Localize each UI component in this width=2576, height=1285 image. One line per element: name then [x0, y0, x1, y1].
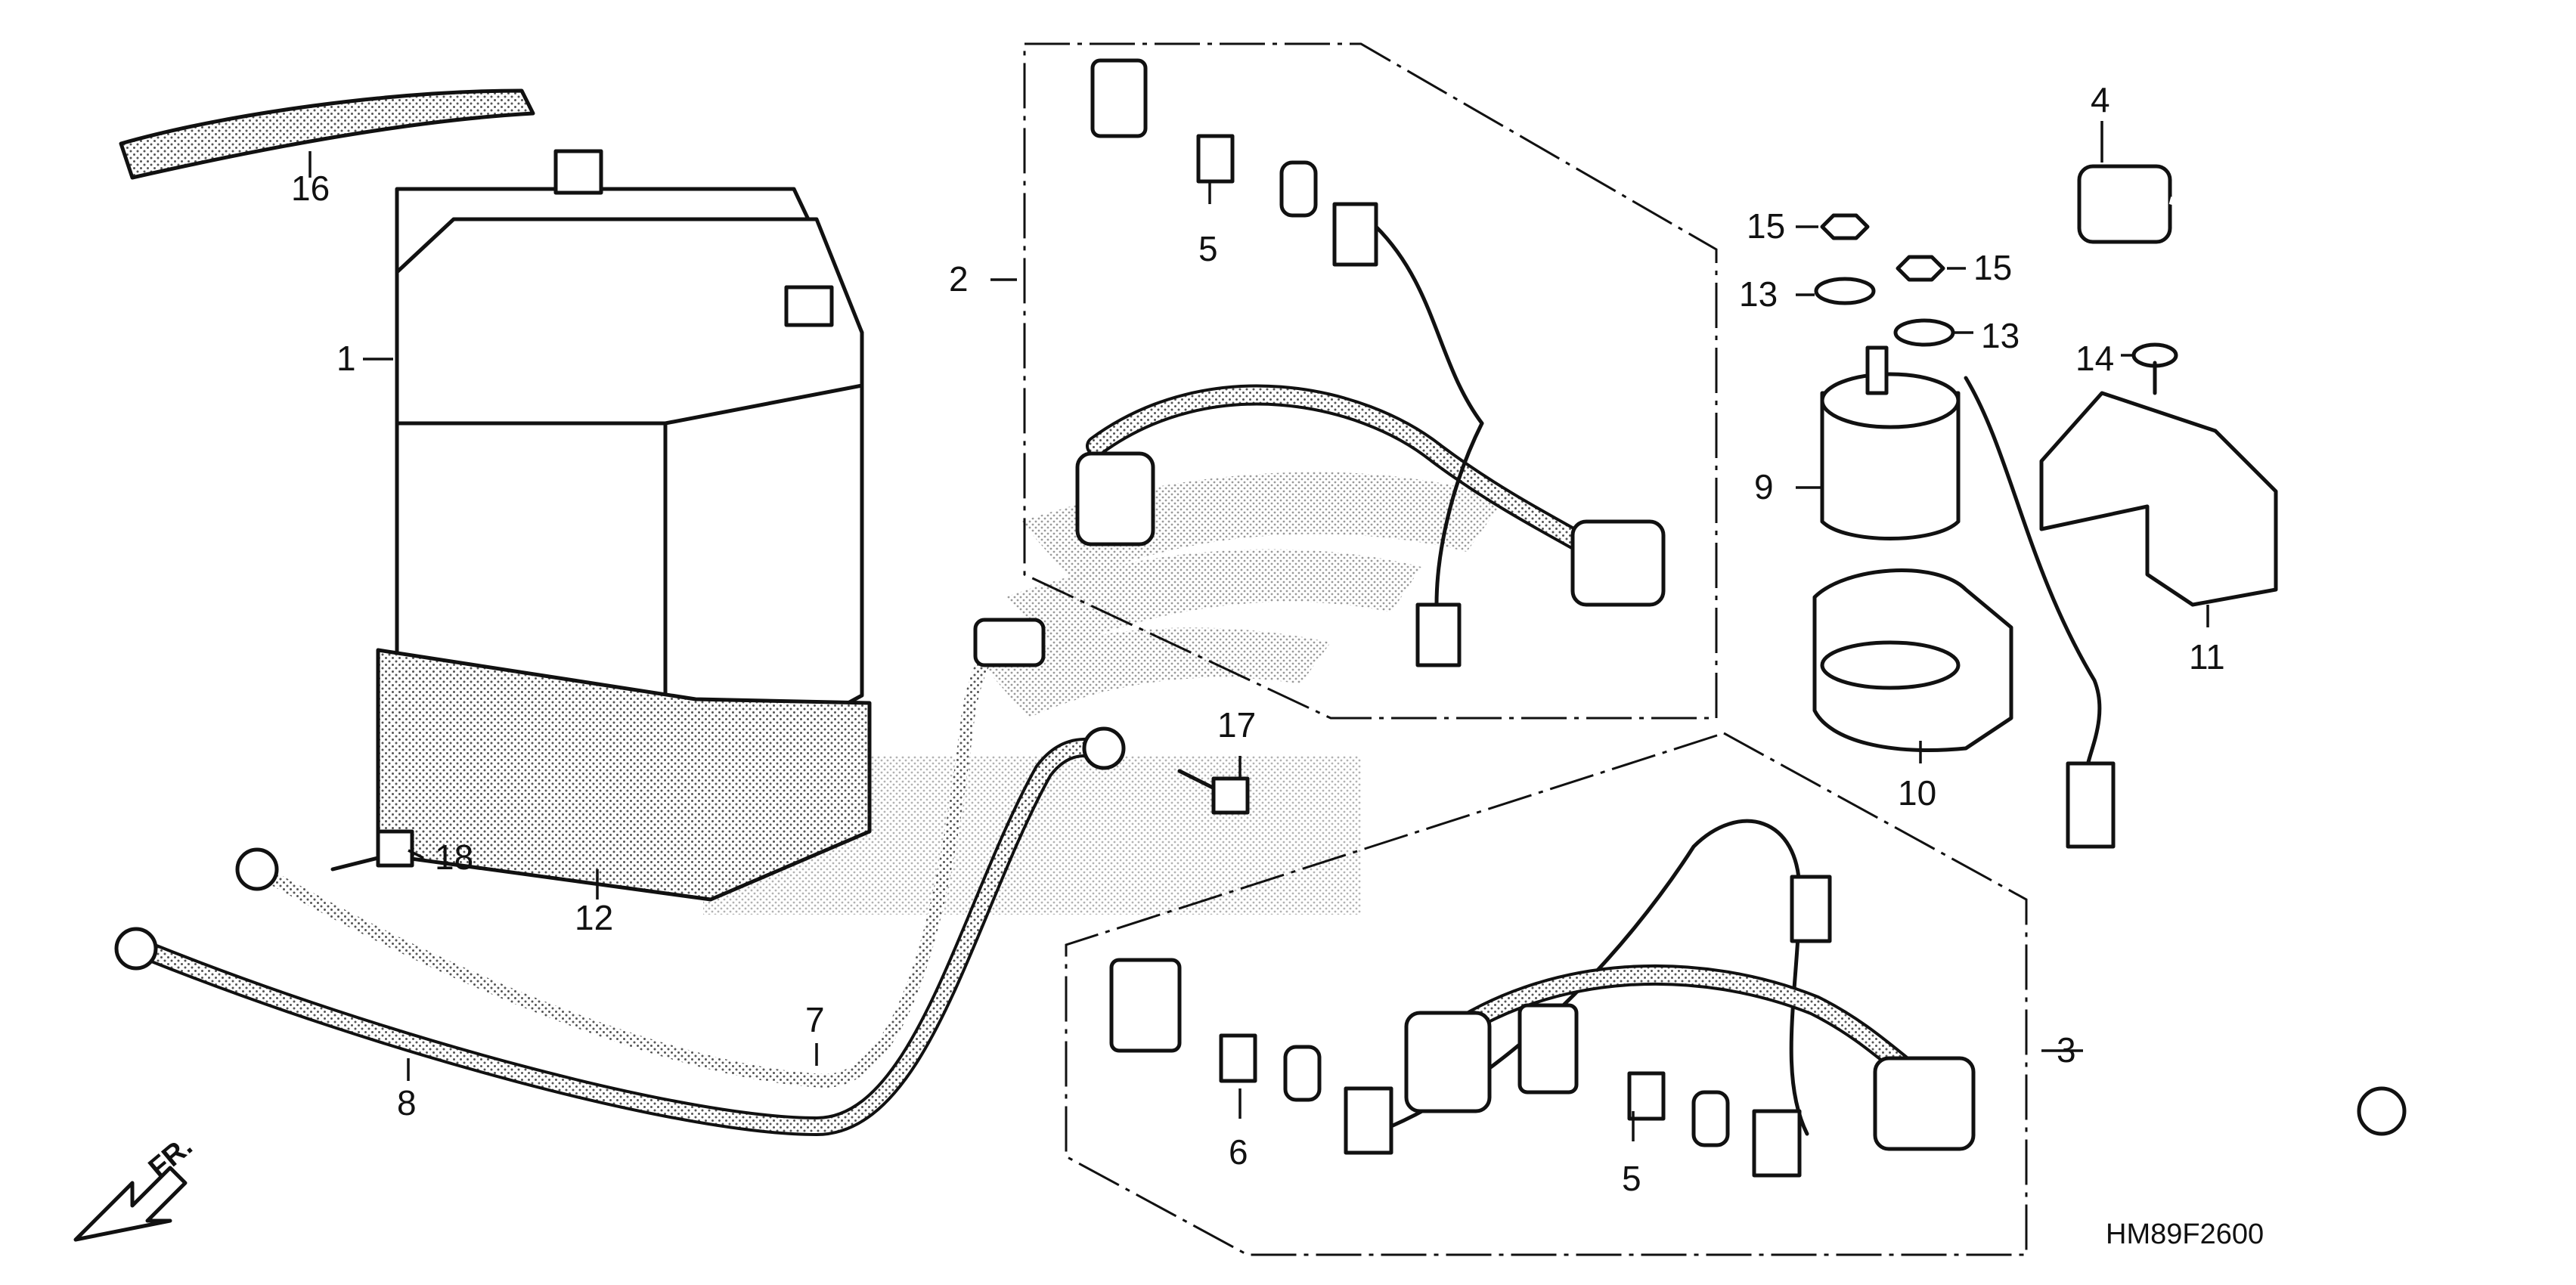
callout-1: 1 — [336, 339, 356, 378]
battery-cable-7 — [253, 618, 1046, 1088]
battery-cable-8 — [114, 726, 1126, 1137]
nut-15-left — [1820, 213, 1870, 240]
callout-3: 3 — [2057, 1030, 2076, 1070]
callout-14: 14 — [2075, 339, 2114, 378]
callout-11: 11 — [2189, 637, 2225, 677]
direction-label: FR. — [143, 1130, 199, 1184]
callout-13-right: 13 — [1981, 316, 2020, 355]
diagram-code: HM89F2600 — [2106, 1218, 2264, 1250]
callout-18: 18 — [435, 838, 473, 877]
callout-4: 4 — [2091, 80, 2110, 119]
callout-15-right: 15 — [1973, 248, 2012, 287]
front-direction-arrow: FR. — [73, 1130, 199, 1242]
kit-boundary-3 — [1065, 732, 2028, 1256]
callout-labels: 16 1 2 3 4 5 5 6 7 8 9 10 11 12 13 13 14… — [291, 80, 2225, 1198]
starter-relay-switch — [1820, 345, 2116, 849]
callout-5-bottom: 5 — [1622, 1159, 1641, 1198]
washer-13-right — [1893, 318, 1955, 347]
leader-lines — [308, 121, 2209, 1141]
callout-12: 12 — [575, 898, 613, 937]
nut-15-right — [1896, 255, 1945, 282]
callout-6: 6 — [1229, 1132, 1248, 1172]
starter-motor-cable-4 — [2077, 164, 2469, 1136]
screw-14 — [2131, 342, 2178, 395]
callout-5-top: 5 — [1198, 229, 1218, 268]
relay-rubber — [1812, 568, 2013, 753]
callout-9: 9 — [1754, 467, 1774, 506]
callout-15-left: 15 — [1747, 206, 1785, 246]
relay-bracket — [2039, 391, 2278, 607]
callout-2: 2 — [949, 259, 969, 299]
callout-17: 17 — [1217, 705, 1256, 745]
kit-boundary-2 — [1023, 42, 1718, 720]
callout-7: 7 — [805, 1000, 825, 1039]
bolt-18 — [330, 829, 414, 872]
battery-band — [119, 88, 535, 180]
starter-relay-cable-kit-3 — [1109, 819, 1976, 1178]
callout-16: 16 — [291, 169, 330, 208]
callout-10: 10 — [1898, 773, 1936, 813]
battery — [395, 149, 864, 788]
starter-relay-cable-kit-2 — [1075, 58, 1666, 667]
callout-13-left: 13 — [1739, 274, 1778, 314]
washer-13-left — [1814, 277, 1876, 305]
callout-8: 8 — [397, 1083, 417, 1122]
bolt-17 — [1177, 769, 1250, 815]
